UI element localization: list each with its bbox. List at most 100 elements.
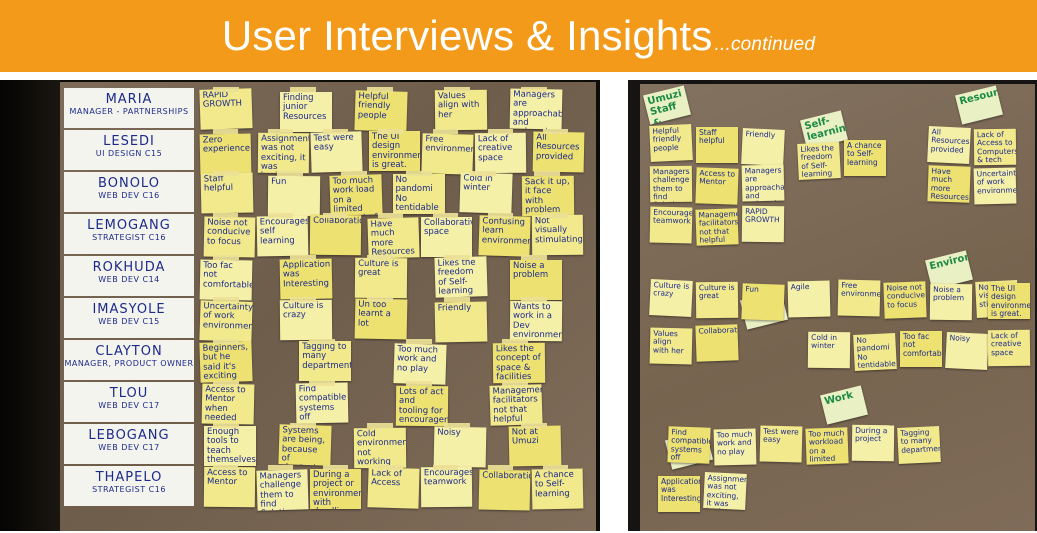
sticky-note: A chance to Self-learning xyxy=(531,468,584,510)
sticky-note: Noise a problem xyxy=(510,260,562,300)
sticky-note: Managers are approachable and welcoming xyxy=(509,88,563,130)
tape-strip xyxy=(377,465,404,470)
sticky-note: Culture is great xyxy=(695,281,739,319)
sticky-note: Beginners, but he said it's exciting xyxy=(199,341,253,383)
tape-strip xyxy=(501,381,528,386)
tape-strip xyxy=(521,87,547,92)
tape-strip xyxy=(377,129,404,134)
sticky-note: Application was Interesting xyxy=(658,476,700,512)
sticky-note: Not visually stimulating xyxy=(531,214,584,256)
tape-strip xyxy=(213,423,239,428)
sticky-note: Find compatible systems off xyxy=(667,426,711,464)
sticky-note: Test were easy xyxy=(759,425,803,463)
tape-strip xyxy=(267,465,294,470)
participant-role: WEB DEV C17 xyxy=(98,443,160,452)
sticky-note: Managers challenge them to find Solution… xyxy=(649,165,693,203)
tape-strip xyxy=(377,213,404,218)
sticky-note: Too fac not comfortable xyxy=(199,259,253,301)
tape-strip xyxy=(212,465,239,470)
tape-strip xyxy=(444,423,470,428)
sticky-note: Zero experience xyxy=(199,133,252,175)
title-banner: User Interviews & Insights...continued xyxy=(0,0,1037,72)
sticky-note: Values align with her xyxy=(434,89,488,131)
tape-strip xyxy=(290,87,316,92)
tape-strip xyxy=(290,297,316,302)
tape-strip xyxy=(444,87,470,92)
sticky-note: Likes the freedom of Self-learning xyxy=(434,256,488,298)
tape-strip xyxy=(267,213,294,218)
sticky-note: Too much work and no play xyxy=(392,343,447,385)
sticky-note: Cold environment not working very well xyxy=(353,427,407,469)
tape-strip xyxy=(213,255,239,260)
sticky-note: Noise a problem xyxy=(929,283,973,321)
sticky-note: Culture is crazy xyxy=(279,299,333,341)
sticky-note: Noisy xyxy=(433,426,487,468)
sticky-note: Lack of creative space xyxy=(474,132,527,174)
sticky-note: Confusing learn environment xyxy=(478,215,531,257)
sticky-note: Sack it up, it face with problem xyxy=(521,175,575,217)
participant-name: TLOU xyxy=(109,386,149,401)
tape-strip xyxy=(267,129,294,134)
tape-strip xyxy=(213,171,239,176)
participant-role: UI DESIGN C15 xyxy=(95,149,163,158)
sticky-note: Collaboration xyxy=(695,324,739,362)
page-subtitle: ...continued xyxy=(714,34,816,55)
participant-role: WEB DEV C17 xyxy=(98,401,160,410)
tape-strip xyxy=(521,423,547,428)
participant-role: MANAGER, PRODUCT OWNER xyxy=(64,359,194,368)
sticky-note: Have much more Resources xyxy=(927,165,971,203)
sticky-note: Lack of Access to Computers & tech xyxy=(973,128,1017,166)
sticky-note: Likes the concept of space & facilities xyxy=(492,342,545,384)
participant-name: THAPELO xyxy=(95,470,163,485)
sticky-note: All Resources provided xyxy=(532,131,585,173)
tape-strip xyxy=(542,129,569,134)
sticky-note: Lack of Access xyxy=(367,467,420,509)
sticky-note: Noise not conducive to focus xyxy=(203,216,256,258)
tape-strip xyxy=(487,465,514,470)
sticky-note: Assignment was not exciting, it was bori… xyxy=(257,132,310,174)
sticky-note: Collaboration xyxy=(478,469,531,511)
sticky-note: Culture is crazy xyxy=(649,278,693,318)
sticky-note: The UI design environment is great. xyxy=(988,283,1030,319)
tape-strip xyxy=(521,255,547,260)
sticky-note: No pandomi No tentidable xyxy=(853,332,897,372)
sticky-note: Noise not conducive to focus xyxy=(883,281,927,319)
participant-role: WEB DEV C16 xyxy=(98,191,160,200)
sticky-note: Cold in winter xyxy=(807,331,851,369)
tape-strip xyxy=(542,465,569,470)
sticky-note: Friendly xyxy=(741,127,785,167)
sticky-note: Managers are approachable and welcoming xyxy=(741,164,785,202)
tape-strip xyxy=(444,255,470,260)
participant-name: BONOLO xyxy=(98,176,160,191)
participant-role: WEB DEV C14 xyxy=(98,275,160,284)
sticky-note: Uncertainty of work environment xyxy=(973,167,1017,205)
sticky-note: Assignment was not exciting, it was bori… xyxy=(703,471,747,511)
participant-name: CLAYTON xyxy=(95,344,163,359)
participant-role: STRATEGIST C16 xyxy=(92,233,166,242)
sticky-note: Management facilitators not that helpful xyxy=(489,384,543,426)
sticky-note: Access to Mentor xyxy=(695,167,739,205)
tape-strip xyxy=(521,297,547,302)
participant-name: MARIA xyxy=(105,92,153,107)
sticky-note: Have much more Resources xyxy=(367,217,420,259)
tape-strip xyxy=(213,87,239,92)
sticky-note: Fun xyxy=(741,283,785,321)
sticky-note: Culture is great xyxy=(354,257,408,299)
sticky-note: Management facilitators not that helpful xyxy=(695,208,739,246)
sticky-note: Fun xyxy=(267,175,321,217)
sticky-note: Too much work load on a limited amount o… xyxy=(329,174,383,216)
tape-strip xyxy=(367,423,393,428)
sticky-note: RAPID GROWTH xyxy=(741,205,785,243)
participant-name: LEBOGANG xyxy=(88,428,170,443)
sticky-note: Agile xyxy=(787,280,831,318)
tape-strip xyxy=(341,171,368,176)
sticky-note: Cold in winter xyxy=(459,172,513,214)
sticky-note: Tagging to many departments xyxy=(299,341,352,381)
sticky-note: Encourages self learning xyxy=(256,215,309,257)
tape-strip xyxy=(290,255,316,260)
sticky-note: Enough tools to teach themselves xyxy=(204,426,256,466)
page-title: User Interviews & Insights...continued xyxy=(222,12,815,60)
